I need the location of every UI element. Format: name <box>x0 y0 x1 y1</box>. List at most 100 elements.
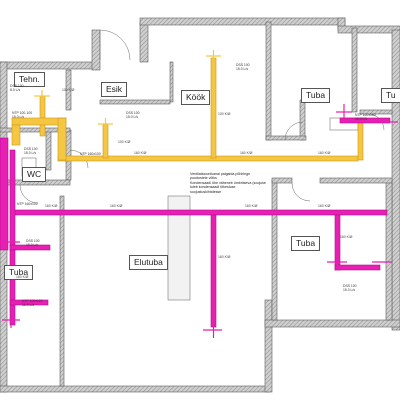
walls <box>0 17 400 393</box>
wall <box>45 129 52 171</box>
spec-ntp-left: NTP 160x100 <box>17 202 38 207</box>
room-label-tehn: Tehn. <box>14 72 45 87</box>
kitchen-island <box>167 195 191 301</box>
room-label-tuba-top: Tuba <box>301 88 331 103</box>
spec-flow: 15.0 L/s <box>26 242 39 247</box>
wall <box>264 319 400 328</box>
spec-type: NTP 160x100 <box>80 152 101 156</box>
door-swing <box>19 184 39 204</box>
spec-flow: 15.0 L/s <box>343 287 356 292</box>
dim-label: 160 K/Ø <box>134 151 147 155</box>
wall <box>299 99 306 141</box>
dim-label: 160 K/Ø <box>110 204 123 208</box>
exhaust-ducts <box>0 117 391 328</box>
wall <box>351 27 358 113</box>
exhaust-left-link <box>9 244 51 251</box>
supply-right-branch <box>357 117 364 161</box>
wall <box>169 61 174 103</box>
wall <box>0 61 99 70</box>
note-line: Kondensaadi ühe väheneb ümbritseva (sooj… <box>190 180 266 185</box>
dim-label: 100 K/Ø <box>218 112 231 116</box>
spec-type: NTP 160x100 <box>17 202 38 206</box>
wall <box>271 179 278 321</box>
wall <box>139 21 149 63</box>
exhaust-center-drop <box>210 214 217 328</box>
spec-flow: 15.0 L/s <box>22 302 35 307</box>
spec-type: NTP 100x100 <box>22 299 43 303</box>
spec-flow: 15.0 L/s <box>12 114 25 119</box>
wall <box>359 109 393 115</box>
wall <box>59 195 65 387</box>
note-line: tuleb kondensaadi tõkestuse <box>190 185 236 190</box>
exhaust-left-riser-2 <box>9 149 16 251</box>
spec-ntp-mid: NTP 160x100 <box>80 152 101 157</box>
spec-flow: 15.0 L/s <box>24 150 37 155</box>
spec-type: DSS 100 <box>24 147 38 151</box>
wall <box>271 177 293 184</box>
installation-note: Ventilatsioonikanal paigalda põhiringe p… <box>190 172 266 194</box>
wall <box>319 177 393 184</box>
spec-type: DSS 100 <box>236 63 250 67</box>
room-label-esik: Esik <box>101 82 128 97</box>
room-label-wc: WC <box>22 167 47 182</box>
spec-flow: 15.0 L/s <box>355 116 368 121</box>
wall <box>65 69 72 111</box>
dim-label: 160 K/Ø <box>218 255 231 259</box>
room-label-tuba-left: Tuba <box>4 265 34 280</box>
exhaust-left-bottom <box>9 299 49 306</box>
supply-unit-link <box>57 117 67 161</box>
supply-left-branch <box>11 124 21 146</box>
wall <box>265 21 272 141</box>
note-line: soojustuskihtidesse <box>190 189 222 194</box>
room-label-kook: Köök <box>181 90 211 105</box>
wall <box>139 17 346 26</box>
spec-type: DSS 100 <box>26 239 40 243</box>
spec-type: DSS 100 <box>10 84 24 88</box>
spec-type: DSS 100 <box>126 111 140 115</box>
wall <box>337 25 400 34</box>
spec-type: NTP 100-100 <box>12 111 33 115</box>
door-swing <box>69 149 89 169</box>
exhaust-left-down <box>9 249 16 326</box>
dim-label: 160 K/Ø <box>16 275 29 279</box>
spec-flow: 8.0 L/s <box>10 87 21 92</box>
door-swing <box>291 182 311 202</box>
wall <box>265 135 307 141</box>
room-label-tuba-right: Tuba <box>291 236 321 251</box>
supply-kook-riser <box>210 57 217 159</box>
exhaust-right-run <box>334 264 381 271</box>
spec-flow: 15.0 L/s <box>126 114 139 119</box>
exhaust-top-right <box>339 117 391 124</box>
wall <box>264 299 273 393</box>
wall <box>0 127 71 133</box>
exhaust-valves <box>2 104 398 338</box>
door-swing <box>284 121 304 141</box>
note-line: puudustele võiks <box>190 176 217 181</box>
spec-flow: 15.0 L/s <box>236 66 249 71</box>
dim-label: 160 K/Ø <box>318 151 331 155</box>
wall <box>65 129 72 181</box>
dim-label: 160 K/Ø <box>245 204 258 208</box>
exhaust-left-riser <box>0 137 9 251</box>
supply-ducts <box>11 57 364 162</box>
dim-label: 100 K/Ø <box>118 140 131 144</box>
wall <box>385 179 393 321</box>
exhaust-main-trunk <box>11 209 388 216</box>
fixtures <box>21 117 359 301</box>
wall <box>91 29 101 71</box>
dim-label: 160 K/Ø <box>45 204 58 208</box>
spec-type: NTP 160x100 <box>355 113 376 117</box>
dim-label: 160 K/Ø <box>240 151 253 155</box>
wall <box>0 385 271 393</box>
wall <box>99 99 171 105</box>
